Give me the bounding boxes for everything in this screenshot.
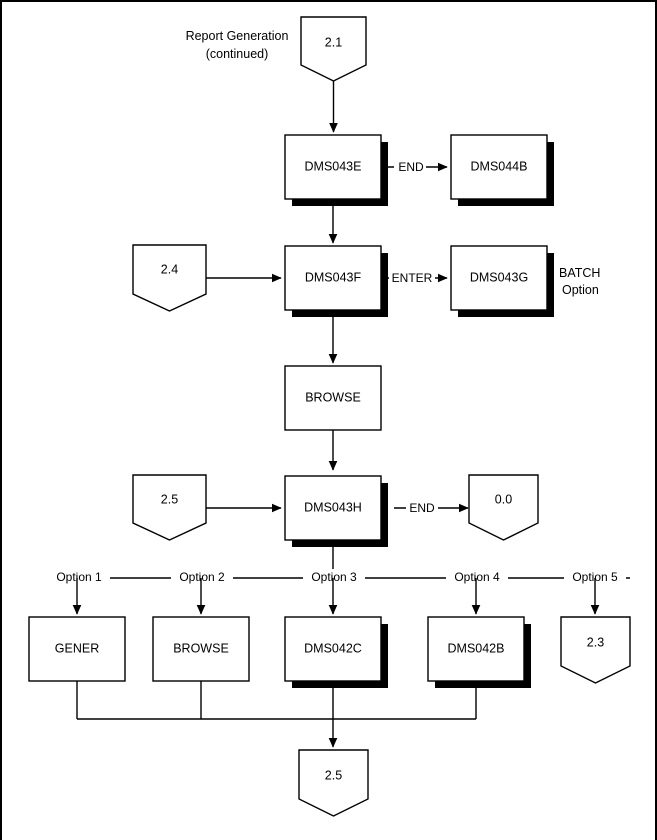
node-browse-bottom-label: BROWSE (173, 641, 229, 655)
node-gener-label: GENER (55, 641, 99, 655)
node-dms043g-label: DMS043G (470, 270, 528, 284)
node-gener[interactable]: GENER (28, 616, 126, 682)
annotation-batch-line-2: Option (562, 283, 599, 297)
node-dms042b[interactable]: DMS042B (427, 616, 531, 688)
node-dms043h-label: DMS043H (304, 500, 362, 514)
node-dms043g[interactable]: DMS043G (450, 245, 554, 317)
node-ref-2-5-left-label: 2.5 (161, 492, 178, 506)
annotation-batch-line-1: BATCH (559, 266, 600, 280)
node-ref-2-5-bottom-label: 2.5 (325, 768, 342, 782)
node-browse-top[interactable]: BROWSE (284, 365, 382, 431)
edge-label-option-3: Option 3 (311, 570, 357, 584)
caption-line-1: Report Generation (186, 29, 289, 43)
node-dms042b-label: DMS042B (448, 641, 505, 655)
node-browse-top-label: BROWSE (305, 390, 361, 404)
node-ref-2-4[interactable]: 2.4 (132, 244, 207, 312)
node-start-2-1[interactable]: 2.1 (300, 16, 367, 82)
node-dms042c-label: DMS042C (304, 641, 362, 655)
node-ref-2-3[interactable]: 2.3 (560, 616, 631, 684)
node-dms043f-label: DMS043F (305, 270, 362, 284)
node-ref-2-5-left[interactable]: 2.5 (132, 474, 207, 541)
node-ref-0-0[interactable]: 0.0 (468, 474, 539, 541)
edge-label-option-1: Option 1 (56, 570, 102, 584)
edge-label-enter: ENTER (392, 271, 433, 285)
edge-label-end-bottom: END (409, 501, 435, 515)
node-dms042c[interactable]: DMS042C (284, 616, 388, 688)
node-dms044b[interactable]: DMS044B (450, 134, 554, 206)
node-dms043e-label: DMS043E (305, 159, 362, 173)
caption-line-2: (continued) (206, 47, 269, 61)
node-dms044b-label: DMS044B (471, 159, 528, 173)
node-dms043h[interactable]: DMS043H (284, 475, 388, 547)
node-ref-0-0-label: 0.0 (495, 492, 512, 506)
node-dms043f[interactable]: DMS043F (284, 245, 388, 317)
node-dms043e[interactable]: DMS043E (284, 134, 388, 206)
edge-label-option-5: Option 5 (572, 570, 618, 584)
node-ref-2-5-bottom[interactable]: 2.5 (298, 749, 369, 817)
node-ref-2-3-label: 2.3 (587, 635, 604, 649)
node-browse-bottom[interactable]: BROWSE (152, 616, 250, 682)
edge-label-option-2: Option 2 (179, 570, 225, 584)
node-start-2-1-label: 2.1 (325, 35, 342, 49)
edge-label-end-top: END (398, 160, 424, 174)
edge-label-option-4: Option 4 (454, 570, 500, 584)
node-ref-2-4-label: 2.4 (161, 262, 178, 276)
